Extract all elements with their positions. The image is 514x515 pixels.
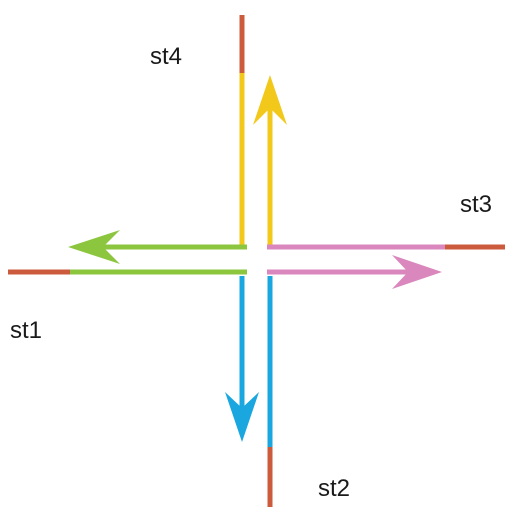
label-st1: st1 <box>10 317 43 344</box>
arrow-north-head <box>253 75 287 125</box>
label-st3: st3 <box>460 191 493 218</box>
arrow-west-head <box>68 230 120 264</box>
label-st4: st4 <box>150 43 183 70</box>
label-st2: st2 <box>318 475 351 502</box>
arrow-south-head <box>225 392 259 442</box>
arrow-east-head <box>392 255 442 289</box>
